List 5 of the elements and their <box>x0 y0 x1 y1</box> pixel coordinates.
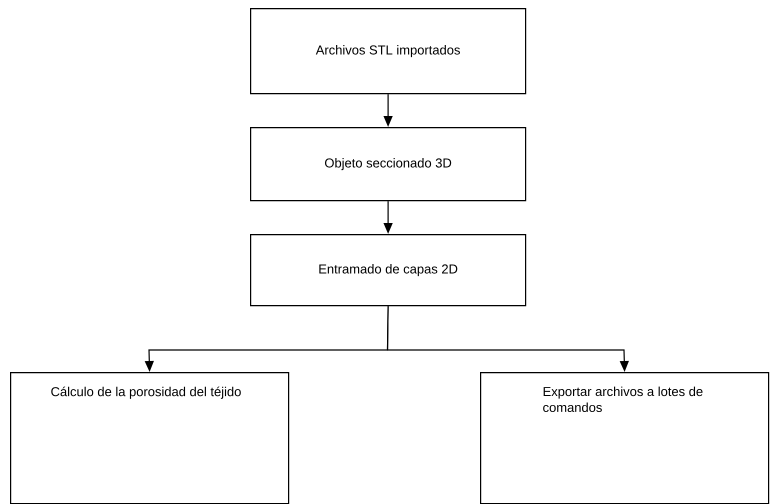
process-box: Entramado de capas 2D <box>250 234 526 306</box>
process-box: Exportar archivos a lotes de comandos <box>480 372 770 504</box>
process-box: Cálculo de la porosidad del téjido <box>10 372 290 504</box>
process-box: Archivos STL importados <box>250 8 526 94</box>
process-box: Objeto seccionado 3D <box>250 127 526 202</box>
